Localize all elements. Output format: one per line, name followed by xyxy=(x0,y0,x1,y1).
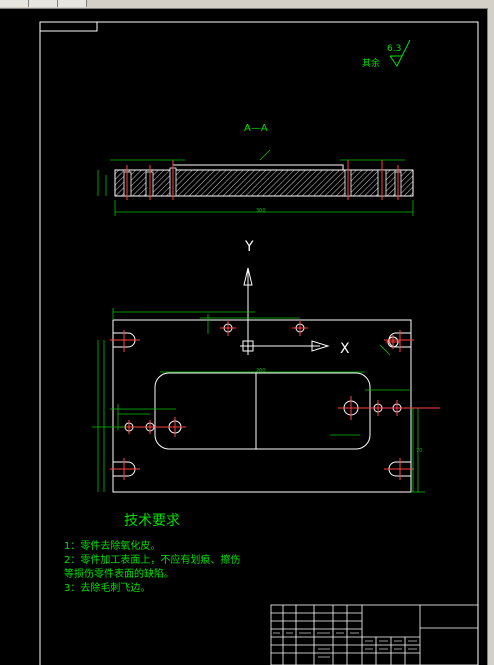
technical-requirements: 技术要求 1：零件去除氧化皮。 2：零件加工表面上，不应有划痕、擦伤 等损伤零件… xyxy=(64,513,240,594)
section-body xyxy=(114,169,414,197)
right-height-dimension: 70 xyxy=(416,448,422,454)
toolbar-icon[interactable] xyxy=(58,0,87,7)
sheet-corner-box xyxy=(39,21,98,32)
requirement-line: 2：零件加工表面上，不应有划痕、擦伤 xyxy=(64,553,240,566)
section-label: A—A xyxy=(244,123,268,134)
title-block-marks xyxy=(273,632,417,658)
axis-marker: Y X xyxy=(240,239,350,357)
title-block xyxy=(270,604,479,665)
vertical-scrollbar[interactable] xyxy=(487,8,494,665)
toolbar-icon[interactable] xyxy=(29,0,58,7)
requirements-title: 技术要求 xyxy=(124,513,180,529)
requirement-line: 1：零件去除氧化皮。 xyxy=(64,539,160,552)
overall-width-dimension: 300 xyxy=(256,208,266,214)
requirement-line: 3：去除毛刺飞边。 xyxy=(64,581,150,594)
x-axis-label: X xyxy=(340,341,350,357)
roughness-symbol: 6.3 其余 xyxy=(362,39,411,69)
toolbar-icon[interactable] xyxy=(0,0,29,7)
app-toolbar xyxy=(0,0,494,9)
roughness-value: 6.3 xyxy=(387,44,401,54)
slot-width-dimension: 200 xyxy=(256,368,266,374)
plate-outline xyxy=(112,319,412,493)
section-view: 300 xyxy=(97,149,414,216)
y-axis-label: Y xyxy=(244,239,254,255)
plan-view: 200 70 xyxy=(92,308,440,493)
requirement-line: 等损伤零件表面的缺陷。 xyxy=(64,567,174,580)
sheet-border xyxy=(39,21,479,665)
section-recess xyxy=(172,164,344,171)
central-slot xyxy=(154,372,371,450)
roughness-label: 其余 xyxy=(362,57,380,69)
